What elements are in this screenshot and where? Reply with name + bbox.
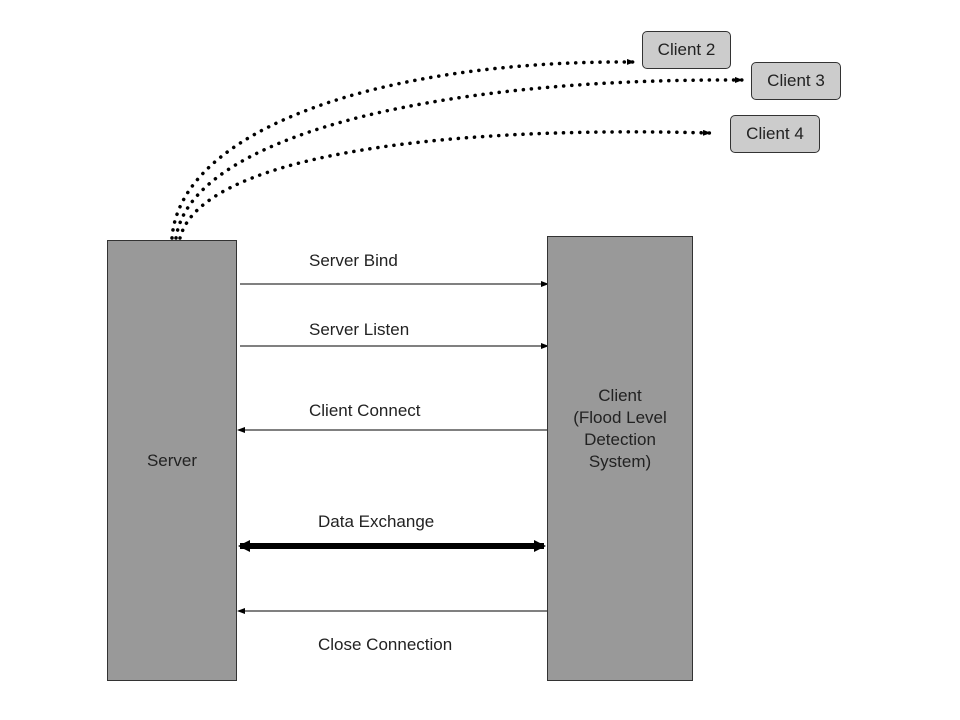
connection-curve-client-2: [170, 58, 636, 240]
message-label-server-listen: Server Listen: [309, 320, 410, 339]
client-2-box: Client 2: [642, 31, 731, 69]
message-label-data-exchange: Data Exchange: [318, 512, 435, 531]
connection-curve-client-3: [174, 76, 744, 240]
message-label-server-bind: Server Bind: [309, 251, 398, 270]
client-lifeline: Client (Flood Level Detection System): [547, 236, 693, 681]
client-2-label: Client 2: [657, 40, 716, 59]
connection-curve-client-4: [178, 129, 712, 240]
client-3-box: Client 3: [751, 62, 841, 100]
client-label: Client (Flood Level Detection System): [573, 385, 667, 471]
server-lifeline: Server: [107, 240, 237, 681]
client-3-label: Client 3: [767, 71, 825, 90]
server-label: Server: [146, 450, 198, 470]
message-label-close-connection: Close Connection: [318, 635, 453, 654]
client-4-box: Client 4: [730, 115, 820, 153]
client-4-label: Client 4: [746, 124, 804, 143]
message-label-client-connect: Client Connect: [309, 401, 421, 420]
